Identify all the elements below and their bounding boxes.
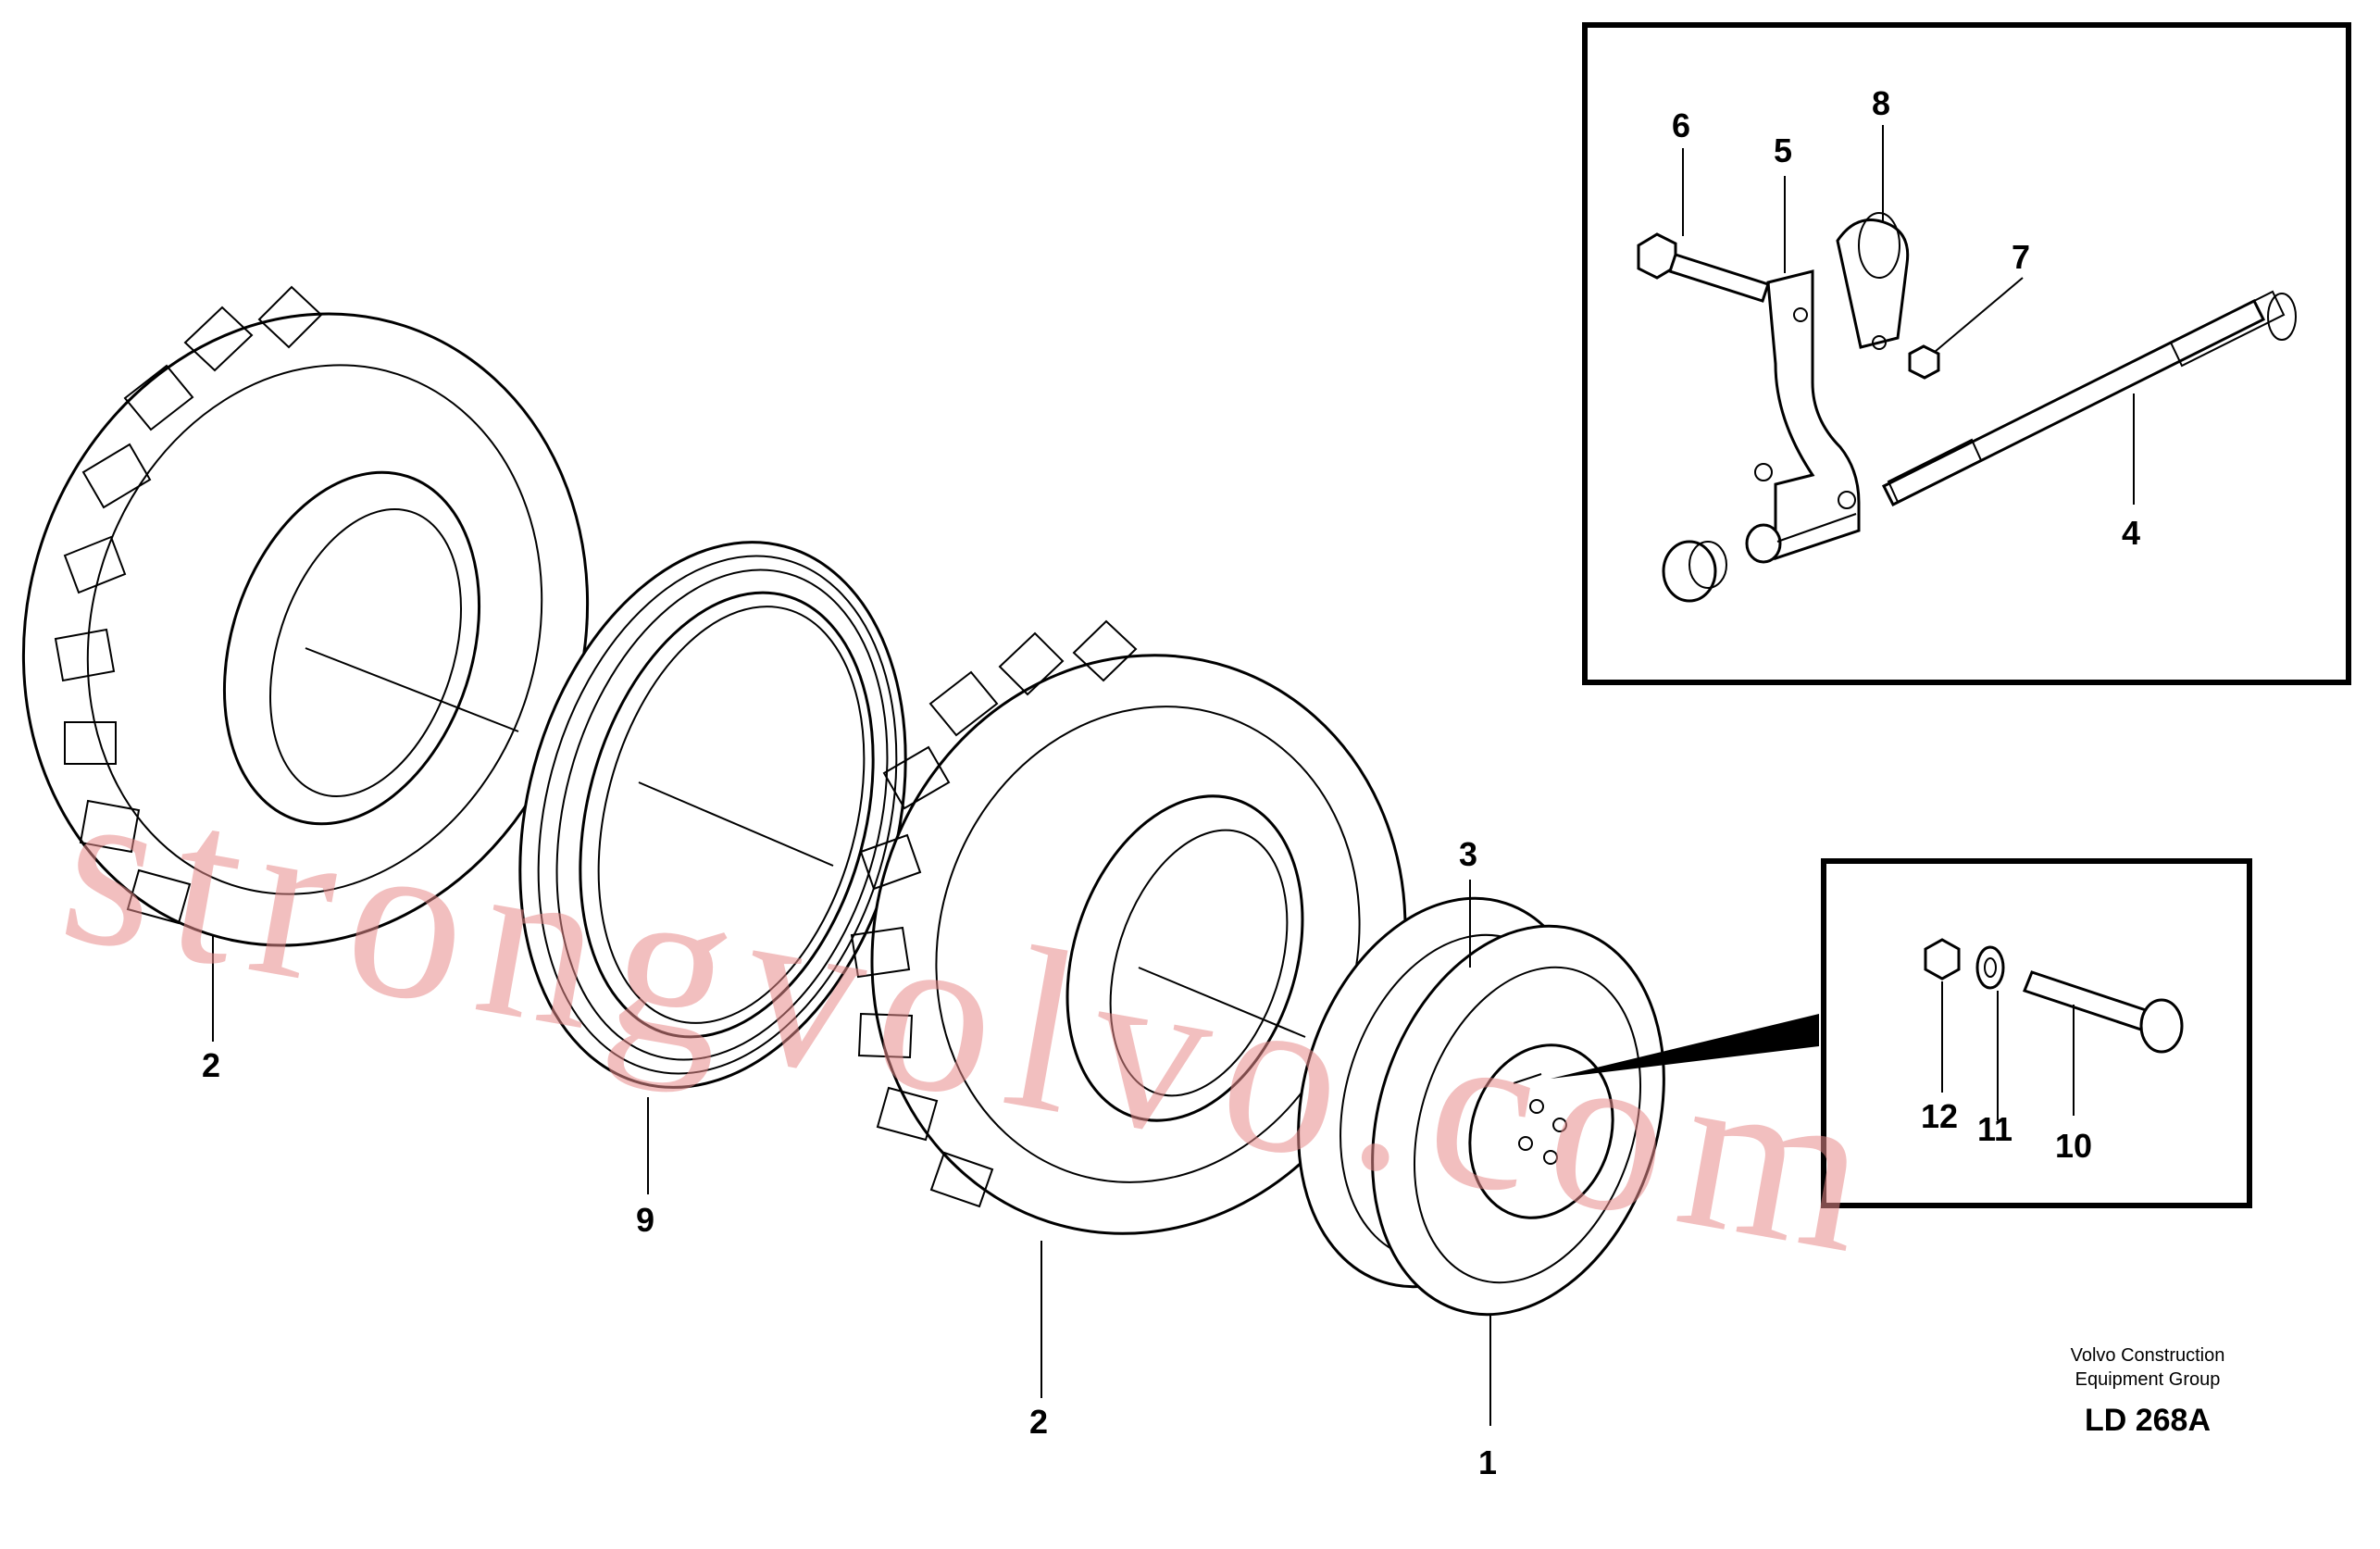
- corporate-block: Volvo Construction Equipment Group LD 26…: [2071, 1345, 2225, 1438]
- label-part-2-right: 2: [1029, 1403, 1048, 1441]
- label-part-2-left: 2: [202, 1046, 220, 1084]
- label-part-9: 9: [636, 1201, 654, 1239]
- label-part-11: 11: [1977, 1110, 2012, 1148]
- drawing-code: LD 268A: [2085, 1403, 2211, 1438]
- right-tire: [850, 619, 1407, 1235]
- leader-lines: [212, 880, 1491, 1426]
- corporate-line-2: Equipment Group: [2075, 1369, 2221, 1390]
- part-labels: 1 2 2 3 4 5 6 7 8 9 10 11 12: [202, 84, 2140, 1481]
- label-part-12: 12: [1921, 1097, 1958, 1135]
- label-part-8: 8: [1872, 84, 1890, 122]
- tire-flap: [518, 541, 907, 1089]
- fastener-detail-box: [1821, 858, 2252, 1208]
- label-part-10: 10: [2055, 1127, 2092, 1165]
- left-tire: [21, 285, 590, 947]
- detail-pointer: [1551, 1014, 1819, 1079]
- label-part-3: 3: [1459, 835, 1477, 873]
- label-part-6: 6: [1672, 106, 1690, 144]
- label-part-7: 7: [2012, 238, 2030, 276]
- valve-detail-box: [1582, 22, 2351, 685]
- label-part-4: 4: [2122, 514, 2140, 552]
- corporate-line-1: Volvo Construction: [2071, 1345, 2225, 1366]
- label-part-5: 5: [1774, 131, 1792, 169]
- label-part-1: 1: [1478, 1443, 1497, 1481]
- wheel-rim: [1297, 896, 1665, 1317]
- hub-bolt-holes: [1518, 1099, 1567, 1165]
